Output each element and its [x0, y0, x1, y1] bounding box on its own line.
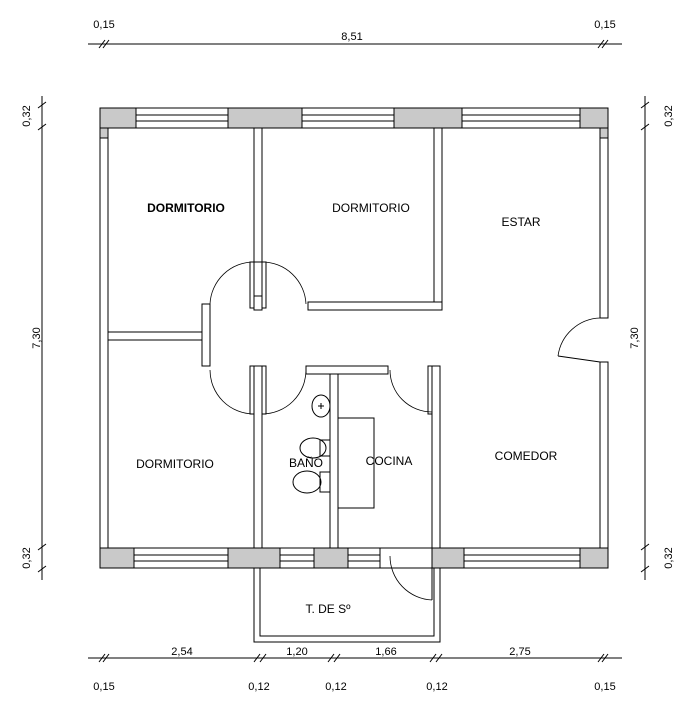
- columns: [99, 107, 609, 569]
- top-windows: [135, 107, 581, 129]
- left-dimension: 0,32 7,30 0,32: [21, 96, 47, 580]
- door-swings: [209, 261, 601, 601]
- room-estar: ESTAR: [501, 215, 540, 229]
- dim-right-bottom: 0,32: [663, 547, 675, 568]
- dim-bottom-b: 1,20: [286, 646, 307, 658]
- dim-top-left: 0,15: [93, 19, 114, 31]
- toilet-fixture: [292, 470, 322, 494]
- dim-left-top: 0,32: [21, 105, 33, 126]
- kitchen-counter: [337, 417, 375, 509]
- room-tendedero: T. DE Sº: [305, 602, 351, 616]
- room-dormitorio-2: DORMITORIO: [332, 201, 410, 215]
- dim-right-mid: 7,30: [629, 327, 641, 348]
- bottom-windows: [133, 547, 581, 569]
- right-dimension: 0,32 7,30 0,32: [629, 96, 675, 580]
- dim-bottom-d: 2,75: [509, 646, 530, 658]
- dim-bottom-a: 2,54: [171, 646, 192, 658]
- dim-bottom-w4: 0,12: [426, 681, 447, 693]
- dim-top-total: 8,51: [341, 31, 362, 43]
- top-dimension: 0,15 8,51 0,15: [88, 19, 622, 49]
- dim-top-right: 0,15: [594, 19, 615, 31]
- dim-right-top: 0,32: [663, 105, 675, 126]
- dim-bottom-w1: 0,15: [93, 681, 114, 693]
- dim-bottom-w2: 0,12: [248, 681, 269, 693]
- dim-bottom-w5: 0,15: [594, 681, 615, 693]
- room-dormitorio-1: DORMITORIO: [147, 201, 225, 215]
- bathroom-fixtures: [292, 394, 331, 494]
- dim-bottom-c: 1,66: [375, 646, 396, 658]
- room-comedor: COMEDOR: [495, 449, 558, 463]
- dim-bottom-w3: 0,12: [325, 681, 346, 693]
- room-bano: BAÑO: [289, 456, 323, 470]
- bottom-dimension: 2,54 1,20 1,66 2,75 0,15 0,12 0,12 0,12 …: [88, 646, 622, 693]
- service-yard: [253, 567, 441, 643]
- room-labels: DORMITORIO DORMITORIO ESTAR DORMITORIO B…: [136, 201, 558, 616]
- bidet-fixture: [299, 437, 327, 459]
- interior-walls: [107, 127, 443, 549]
- room-dormitorio-3: DORMITORIO: [136, 457, 214, 471]
- dim-left-bottom: 0,32: [21, 547, 33, 568]
- dim-left-mid: 7,30: [31, 327, 43, 348]
- room-cocina: COCINA: [366, 454, 413, 468]
